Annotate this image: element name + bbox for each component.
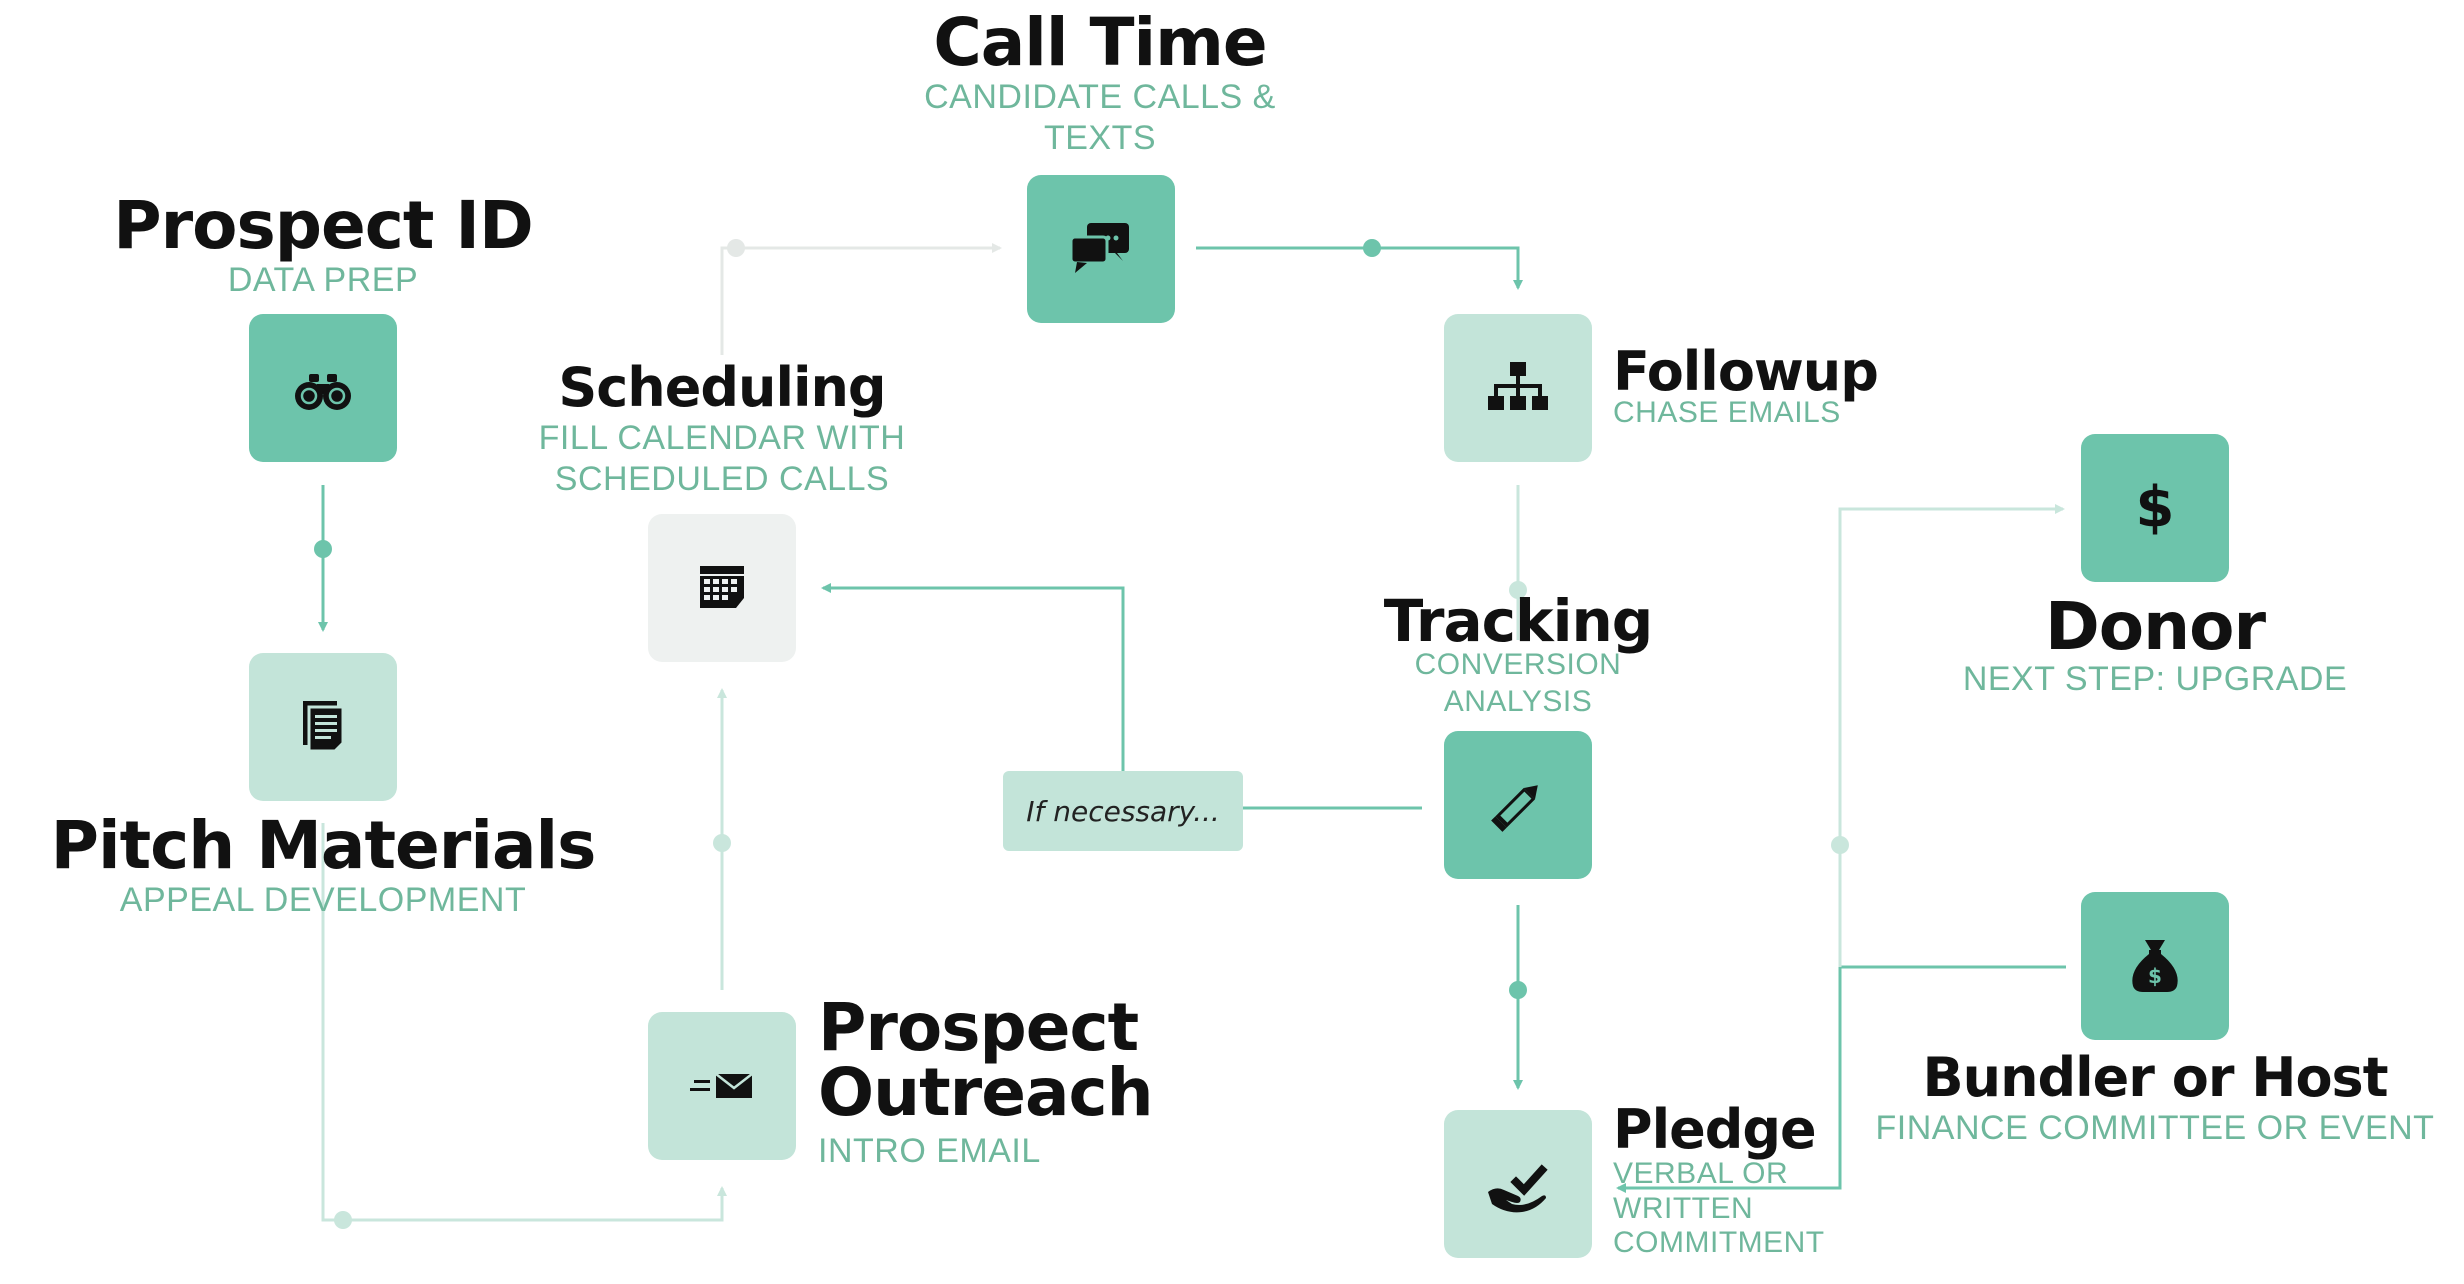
sitemap-icon [1488, 362, 1548, 410]
connector-pitch-to-outreach [321, 823, 727, 1229]
documents-icon [303, 701, 345, 753]
hand-check-icon [1488, 1164, 1548, 1213]
tracking-box[interactable] [1444, 731, 1592, 879]
tracking-title: Tracking [1383, 587, 1654, 655]
pitch-materials-title: Pitch Materials [50, 807, 597, 884]
envelope-send-icon [690, 1073, 753, 1098]
connector-pledge-to-donor [1831, 504, 2065, 967]
binoculars-icon [295, 374, 351, 410]
svg-text:$: $ [2148, 964, 2162, 988]
connector-tracking-to-pledge [1509, 905, 1527, 1090]
donor-title: Donor [2044, 588, 2266, 665]
connector-calltime-to-followup [1196, 239, 1523, 290]
pencil-icon [1491, 785, 1538, 832]
pitch-materials-subtitle: APPEAL DEVELOPMENT [119, 881, 527, 919]
dollar-icon: $ [2136, 475, 2175, 540]
money-bag-icon: $ [2132, 940, 2178, 992]
connector-bundler-to-pledge [1616, 965, 2066, 1193]
followup-title: Followup [1613, 340, 1879, 403]
bundler-box[interactable]: $ [2081, 892, 2229, 1040]
tracking-subtitle: CONVERSION ANALYSIS [1414, 648, 1622, 718]
connector-prospect-id-to-pitch [314, 485, 332, 632]
scheduling-title: Scheduling [558, 356, 886, 419]
if-necessary-note: If necessary... [1003, 771, 1243, 851]
connector-followup-to-tracking [1509, 485, 1527, 640]
svg-text:$: $ [2136, 475, 2175, 540]
prospect-id-subtitle: DATA PREP [227, 261, 419, 299]
followup-box[interactable] [1444, 314, 1592, 462]
calendar-icon [700, 566, 744, 608]
call-time-subtitle: CANDIDATE CALLS & TEXTS [924, 78, 1276, 158]
prospect-id-title: Prospect ID [113, 187, 534, 264]
pitch-materials-box[interactable] [249, 653, 397, 801]
prospect-outreach-subtitle: INTRO EMAIL [818, 1132, 1041, 1170]
scheduling-subtitle: FILL CALENDAR WITH SCHEDULED CALLS [538, 419, 906, 499]
prospect-id-box[interactable] [249, 314, 397, 462]
call-time-title: Call Time [933, 4, 1267, 81]
donor-box[interactable]: $ [2081, 434, 2229, 582]
connector-outreach-to-scheduling [713, 688, 731, 990]
pledge-title: Pledge [1613, 1098, 1817, 1161]
pledge-box[interactable] [1444, 1110, 1592, 1258]
connector-scheduling-to-calltime [720, 239, 1002, 355]
bundler-title: Bundler or Host [1922, 1046, 2388, 1109]
chat-bubbles-icon [1069, 223, 1129, 273]
call-time-box[interactable] [1027, 175, 1175, 323]
donor-subtitle: NEXT STEP: UPGRADE [1962, 660, 2348, 698]
followup-subtitle: CHASE EMAILS [1613, 396, 1841, 429]
prospect-outreach-title: Prospect Outreach [818, 989, 1154, 1131]
scheduling-box[interactable] [648, 514, 796, 662]
connector-tracking-to-scheduling [821, 583, 1422, 810]
prospect-outreach-box[interactable] [648, 1012, 796, 1160]
bundler-subtitle: FINANCE COMMITTEE OR EVENT [1875, 1109, 2435, 1147]
pledge-subtitle: VERBAL OR WRITTEN COMMITMENT [1613, 1157, 1825, 1259]
